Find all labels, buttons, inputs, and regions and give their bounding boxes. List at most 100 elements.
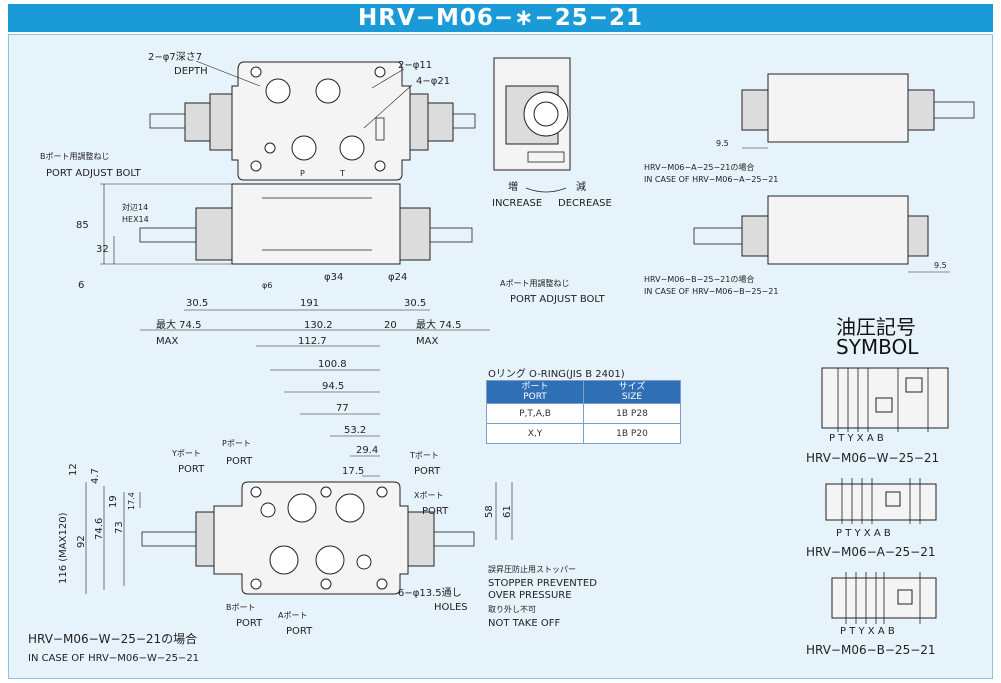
- dim-phi34: φ34: [324, 272, 343, 283]
- oring-port-cell: X,Y: [486, 423, 584, 444]
- bottom-port-y: [260, 502, 276, 518]
- dim-30-5-left: 30.5: [186, 298, 208, 309]
- increase-en: INCREASE: [492, 198, 542, 209]
- bottom-port-b: [269, 545, 299, 575]
- side-b-nut: [741, 215, 769, 257]
- dim-53-2: 53.2: [344, 425, 366, 436]
- dim-20: 20: [384, 320, 397, 331]
- top-port-t-label: T: [339, 169, 345, 178]
- dim-12: 12: [68, 463, 79, 476]
- dim-77: 77: [336, 403, 349, 414]
- symbol-b-model: HRV−M06−B−25−21: [806, 643, 936, 657]
- bottom-port-a: [315, 545, 345, 575]
- p-port-jp: Pポート: [222, 439, 251, 448]
- symbol-title-jp: 油圧記号: [836, 315, 916, 339]
- hex-label-en: HEX14: [122, 215, 149, 224]
- hex-label: 対辺14: [122, 202, 148, 212]
- a-adjust-en: PORT ADJUST BOLT: [510, 294, 606, 305]
- top-depth-note-jp: 2−φ7深さ7: [148, 51, 202, 63]
- t-port-en: PORT: [414, 466, 441, 477]
- front-left-bolt: [139, 227, 197, 243]
- oring-size-cell: 1B P28: [583, 403, 681, 424]
- oring-size-cell: 1B P20: [583, 423, 681, 444]
- stopper-en-1: STOPPER PREVENTED: [488, 578, 597, 589]
- dim-4-7: 4.7: [90, 468, 101, 484]
- title-bar: HRV−M06−∗−25−21: [8, 4, 993, 32]
- dim-112-7: 112.7: [298, 336, 327, 347]
- top-view-right-bolt: [452, 113, 476, 129]
- increase-jp: 増: [508, 180, 518, 193]
- top-hole-5: [264, 142, 276, 154]
- dim-30-5-right: 30.5: [404, 298, 426, 309]
- oring-caption: Oリング O-RING(JIS B 2401): [488, 369, 625, 380]
- bottom-left-bolt: [141, 531, 197, 547]
- symbol-a-model: HRV−M06−A−25−21: [806, 545, 936, 559]
- side-a-nut: [907, 89, 935, 131]
- symbol-w-relief-2: [875, 397, 893, 413]
- oring-header-size-en: SIZE: [621, 392, 643, 402]
- side-a-body: [767, 73, 909, 143]
- symbol-b: P T Y X A B HRV−M06−B−25−21: [806, 572, 937, 657]
- side-a-note-en: IN CASE OF HRV−M06−A−25−21: [644, 175, 778, 184]
- front-right-bolt: [429, 227, 473, 243]
- top-view-left-bolt: [149, 113, 186, 129]
- table-row: X,Y 1B P20: [486, 423, 681, 444]
- top-hole-2: [374, 66, 386, 78]
- dim-phi6: φ6: [262, 281, 272, 290]
- b-port-jp: Bポート: [226, 603, 256, 612]
- end-view-base: [527, 151, 565, 163]
- front-view-body: [231, 183, 401, 265]
- top-view: 2−φ7深さ7 DEPTH 2−φ11 4−φ21 P T: [148, 51, 476, 181]
- holes-label: 6−φ13.5通し: [398, 587, 462, 599]
- bottom-hole-3: [376, 486, 388, 498]
- symbol-b-ports: P T Y X A B: [840, 626, 895, 637]
- max-right: 最大 74.5: [416, 318, 461, 331]
- side-a-dim: 9.5: [716, 139, 729, 148]
- side-b-cap: [907, 215, 929, 257]
- bottom-case-en: IN CASE OF HRV−M06−W−25−21: [28, 653, 199, 664]
- max-right-en: MAX: [416, 336, 438, 347]
- side-a-note-jp: HRV−M06−A−25−21の場合: [644, 162, 754, 172]
- front-right-nut: [399, 207, 431, 261]
- top-hole-3: [250, 160, 262, 172]
- end-view-knob-inner: [533, 101, 559, 127]
- b-adjust-jp: Bポート用調整ねじ: [40, 151, 110, 161]
- dim-32: 32: [96, 244, 109, 255]
- dim-29-4: 29.4: [356, 445, 378, 456]
- bottom-view: 112.7 100.8 94.5 77 53.2 29.4 17.5 12 4.…: [28, 336, 597, 664]
- dim-191: 191: [300, 298, 319, 309]
- dim-100-8: 100.8: [318, 359, 347, 370]
- top-hole-11-label: 2−φ11: [398, 60, 432, 71]
- top-port-p-label: P: [300, 169, 305, 178]
- stopper-en-2: OVER PRESSURE: [488, 590, 572, 601]
- side-b-body: [767, 195, 909, 265]
- symbol-a-box: [825, 483, 937, 521]
- holes-en: HOLES: [434, 602, 468, 613]
- dim-94-5: 94.5: [322, 381, 344, 392]
- dim-6: 6: [78, 280, 84, 291]
- symbol-w: P T Y X A B HRV−M06−W−25−21: [806, 367, 949, 465]
- bottom-port-t: [335, 493, 365, 523]
- top-hole-21-label: 4−φ21: [416, 76, 450, 87]
- dim-19: 19: [108, 495, 119, 508]
- side-b-note-jp: HRV−M06−B−25−21の場合: [644, 274, 754, 284]
- dim-17-4: 17.4: [127, 492, 136, 510]
- dim-74-6: 74.6: [94, 518, 105, 540]
- page-title: HRV−M06−∗−25−21: [357, 5, 644, 31]
- decrease-en: DECREASE: [558, 198, 612, 209]
- x-port-en: PORT: [422, 506, 449, 517]
- side-b-note-en: IN CASE OF HRV−M06−B−25−21: [644, 287, 778, 296]
- a-port-jp: Aポート: [278, 611, 307, 620]
- side-b-dim: 9.5: [934, 261, 947, 270]
- table-row: P,T,A,B 1B P28: [486, 403, 681, 424]
- top-port-4: [339, 135, 365, 161]
- bottom-right-nut: [407, 511, 435, 567]
- bottom-case-jp: HRV−M06−W−25−21の場合: [28, 631, 197, 646]
- end-view: 増 減 INCREASE DECREASE: [492, 57, 612, 209]
- top-port-3: [291, 135, 317, 161]
- dim-92: 92: [76, 535, 87, 548]
